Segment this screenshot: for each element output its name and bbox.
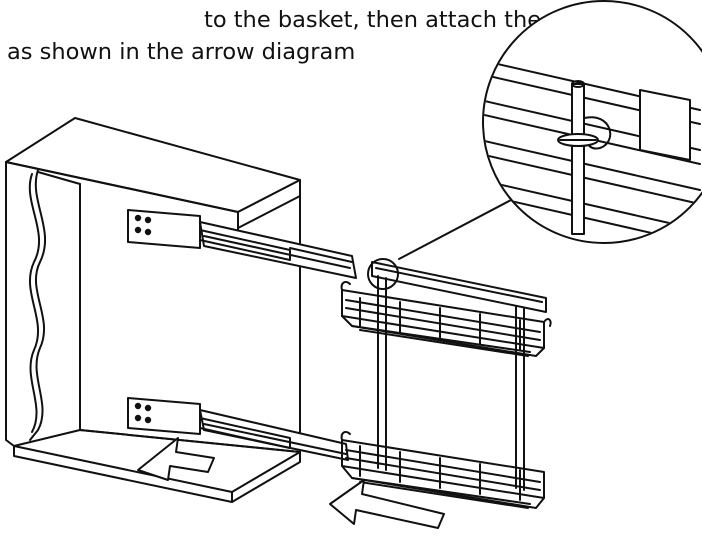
detail-magnifier-icon (367, 0, 702, 290)
cabinet (5, 117, 301, 503)
lower-slide-rail (127, 397, 349, 461)
instruction-line-1: to the basket, then attach the (204, 7, 542, 33)
pull-out-basket (340, 261, 552, 509)
upper-slide-rail (127, 209, 357, 279)
push-arrow-icon (137, 437, 445, 529)
instruction-line-2: e as shown in the arrow diagram (0, 39, 356, 65)
